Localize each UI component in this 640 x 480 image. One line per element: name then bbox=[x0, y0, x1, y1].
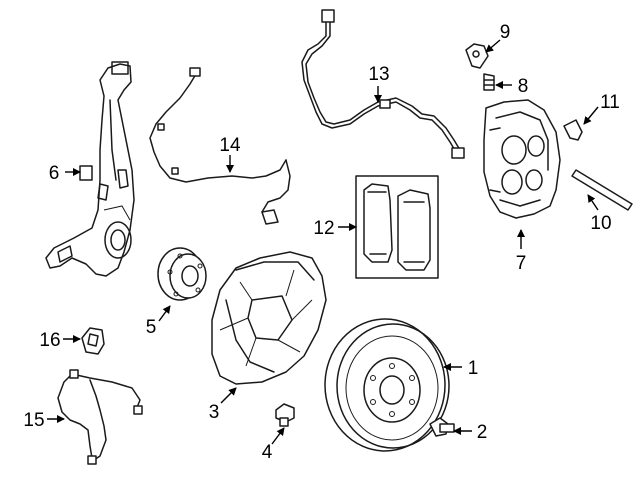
callout-6: 6 bbox=[49, 163, 60, 184]
callout-labels: 1 2 3 4 5 6 7 8 9 10 11 12 13 14 15 16 bbox=[23, 22, 619, 463]
callout-3: 3 bbox=[209, 402, 220, 423]
splash-shield bbox=[211, 251, 327, 385]
speed-sensor bbox=[57, 369, 143, 465]
steering-knuckle bbox=[45, 61, 135, 277]
callout-1: 1 bbox=[468, 358, 479, 379]
brake-hose bbox=[301, 9, 465, 159]
callout-8: 8 bbox=[518, 76, 529, 97]
brake-caliper bbox=[483, 99, 561, 219]
callout-11: 11 bbox=[600, 92, 620, 113]
bleeder-screw bbox=[483, 73, 495, 91]
brake-wear-sensor bbox=[149, 67, 291, 225]
wheel-hub bbox=[157, 247, 207, 301]
brake-rotor bbox=[324, 318, 450, 452]
callout-9: 9 bbox=[500, 22, 511, 43]
callout-14: 14 bbox=[219, 135, 241, 156]
callout-7: 7 bbox=[516, 253, 527, 274]
caliper-clip bbox=[563, 119, 583, 141]
callout-10: 10 bbox=[590, 213, 611, 234]
callout-2: 2 bbox=[477, 422, 488, 443]
callout-15: 15 bbox=[23, 410, 44, 431]
sensor-bracket bbox=[81, 327, 105, 355]
hub-bolt bbox=[275, 403, 295, 427]
callout-12: 12 bbox=[313, 218, 334, 239]
callout-13: 13 bbox=[368, 64, 389, 85]
brake-pads bbox=[355, 175, 439, 279]
leader-lines bbox=[47, 39, 599, 445]
guide-pin bbox=[571, 169, 633, 211]
callout-4: 4 bbox=[262, 442, 273, 463]
callout-5: 5 bbox=[146, 317, 157, 338]
bleeder-cap bbox=[465, 43, 489, 69]
callout-16: 16 bbox=[39, 330, 60, 351]
